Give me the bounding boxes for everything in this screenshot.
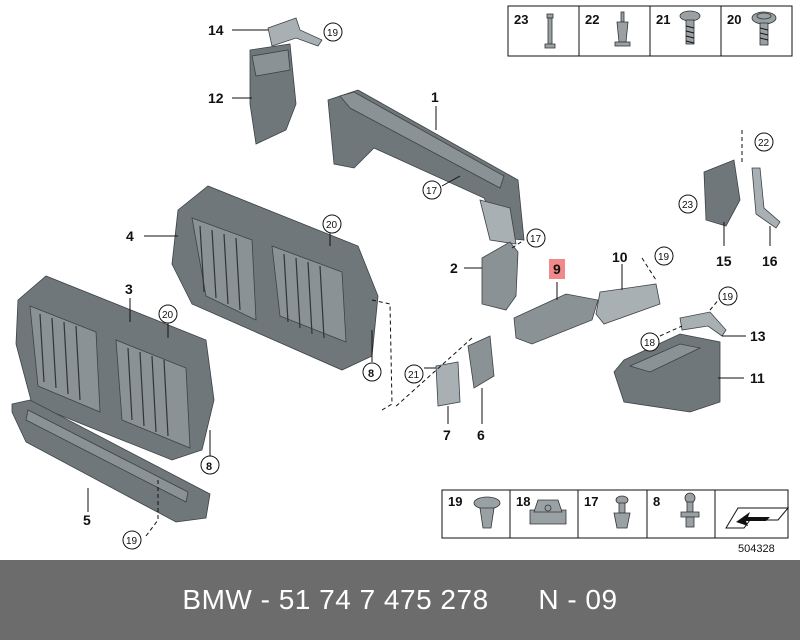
part-4-grille-frame <box>171 185 379 371</box>
ref-circle-18 <box>640 332 660 352</box>
callout-10: 10 <box>612 249 628 265</box>
ref-22: 22 <box>758 138 770 149</box>
callout-7: 7 <box>443 427 451 443</box>
ref-18: 18 <box>644 338 656 349</box>
part-16-trim <box>751 167 781 229</box>
callout-6: 6 <box>477 427 485 443</box>
ref-circle-20-lower <box>158 304 178 324</box>
legend-bottom-label-1: 19 <box>448 494 462 509</box>
ref-19-right: 19 <box>722 292 734 303</box>
callout-3: 3 <box>125 281 133 297</box>
ref-circle-8-upper <box>362 362 382 382</box>
callout-12: 12 <box>208 90 224 106</box>
ref-21: 21 <box>408 370 420 381</box>
footer-bar: BMW - 51 74 7 475 278 N - 09 <box>0 560 800 640</box>
callout-13: 13 <box>750 328 766 344</box>
ref-circle-19-mid <box>654 246 674 266</box>
legend-bottom-label-4: 8 <box>653 494 660 509</box>
part-13-bracket <box>679 311 727 337</box>
clip-17-icon <box>613 495 631 529</box>
ref-20-upper: 20 <box>326 220 338 231</box>
part-5-lower-grille <box>11 399 211 523</box>
callout-14: 14 <box>208 22 224 38</box>
grille-3-slats <box>39 313 169 437</box>
ref-19-mid: 19 <box>658 252 670 263</box>
callout-5: 5 <box>83 512 91 528</box>
ref-17-lower: 17 <box>530 234 542 245</box>
ref-19-top: 19 <box>327 28 339 39</box>
ref-circle-17-lower <box>526 228 546 248</box>
part-number-caption: BMW - 51 74 7 475 278 N - 09 <box>182 584 618 615</box>
rivet-23-icon <box>544 13 556 49</box>
ref-circle-17-upper <box>422 180 442 200</box>
ref-circle-19-top <box>323 22 343 42</box>
ref-19-bottom: 19 <box>126 536 138 547</box>
callout-8-upper: 8 <box>368 368 374 380</box>
ball-stud-8-icon <box>680 492 700 528</box>
part-1-carrier <box>327 89 525 245</box>
callout-16: 16 <box>762 253 778 269</box>
legend-top-label-4: 20 <box>727 12 741 27</box>
callout-9-highlight <box>549 259 565 279</box>
part-6-bracket <box>467 335 495 389</box>
ref-circle-20-upper <box>322 214 342 234</box>
callout-11: 11 <box>750 370 765 386</box>
screw-21-icon <box>679 10 701 45</box>
ref-circle-19-right <box>718 286 738 306</box>
legend-top-label-3: 21 <box>656 12 670 27</box>
part-12-air-duct <box>249 43 297 145</box>
diagram-reference-number: 504328 <box>738 543 775 555</box>
fastener-legend-bottom: 19 18 17 8 <box>441 489 790 539</box>
ref-circle-8-lower <box>200 455 220 475</box>
rivet-22-icon <box>614 11 631 47</box>
part-14-bracket <box>267 17 323 47</box>
exploded-parts-diagram: 23 22 21 20 <box>11 5 793 555</box>
callout-4: 4 <box>126 228 134 244</box>
legend-bottom-label-3: 17 <box>584 494 598 509</box>
screw-20-icon <box>751 11 777 46</box>
part-7-bracket <box>435 361 461 407</box>
ref-23: 23 <box>682 200 694 211</box>
orientation-arrow-icon <box>725 507 790 529</box>
callout-1: 1 <box>431 89 439 105</box>
part-9-air-duct <box>513 293 599 345</box>
callout-9: 9 <box>553 261 561 277</box>
ref-circle-19-bottom <box>122 530 142 550</box>
part-15-bracket <box>703 159 741 227</box>
legend-top-label-2: 22 <box>585 12 599 27</box>
ref-17-upper: 17 <box>426 186 438 197</box>
part-3-grille <box>15 275 215 461</box>
fastener-legend-top: 23 22 21 20 <box>507 5 793 57</box>
grille-4-slats <box>199 225 325 339</box>
callout-15: 15 <box>716 253 732 269</box>
part-11-air-duct <box>613 333 721 413</box>
speed-nut-18-icon <box>529 499 567 525</box>
callout-8-lower: 8 <box>206 461 212 473</box>
ref-20-lower: 20 <box>162 310 174 321</box>
ref-circle-21 <box>404 364 424 384</box>
legend-bottom-label-2: 18 <box>516 494 530 509</box>
ref-circle-23 <box>678 194 698 214</box>
part-2-bracket <box>481 241 519 311</box>
callout-2: 2 <box>450 260 458 276</box>
legend-top-label-1: 23 <box>514 12 528 27</box>
clip-19-icon <box>473 496 501 529</box>
ref-circle-22 <box>754 132 774 152</box>
part-10-air-duct <box>595 283 661 325</box>
